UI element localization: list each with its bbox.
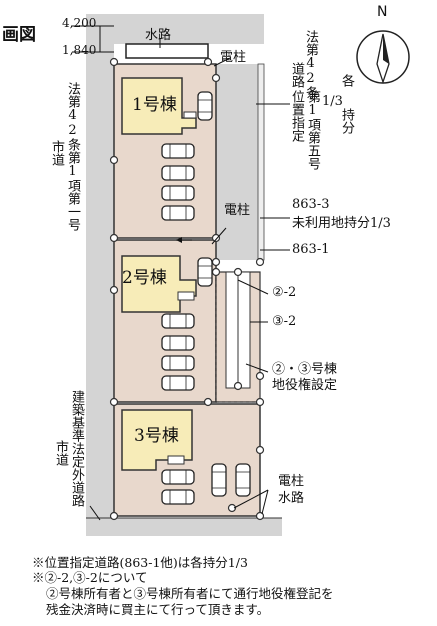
easement-label-1: ②・③号棟 bbox=[272, 362, 338, 377]
note-line-1: ※位置指定道路(863-1他)は各持分1/3 bbox=[32, 555, 248, 570]
leader-lines bbox=[72, 25, 290, 521]
label-denchu-mid: 電柱 bbox=[224, 203, 251, 218]
top-road bbox=[114, 14, 264, 44]
dim-lower: 1,840 bbox=[62, 43, 97, 57]
left-road bbox=[86, 14, 114, 530]
road-right-col4: 第1項第五号 bbox=[305, 90, 320, 170]
road-left-upper-col2: 市道 bbox=[49, 140, 64, 166]
road-right-col1: 法第42条 bbox=[303, 30, 318, 99]
parcel-3-2: ③-2 bbox=[272, 314, 297, 329]
label-suiro-bottom: 水路 bbox=[278, 491, 305, 506]
easement-strip bbox=[225, 271, 239, 389]
label-suiro-top: 水路 bbox=[145, 28, 172, 43]
note-line-4: 残金決済時に買主にて行って頂きます。 bbox=[46, 602, 270, 617]
road-right-col3: 位置指定 bbox=[289, 90, 304, 142]
road-right-col6: 持分 bbox=[339, 108, 354, 134]
easement-dashed bbox=[215, 272, 260, 403]
building3 bbox=[121, 409, 193, 471]
parcel-863-3-note: 未利用地持分1/3 bbox=[292, 216, 391, 231]
road-left-lower-col1: 建築基準法定外道路 bbox=[69, 390, 84, 507]
parcel-863-3: 863-3 bbox=[292, 197, 330, 212]
unused-strip bbox=[257, 63, 265, 261]
bottom-road bbox=[86, 518, 282, 536]
road-left-lower-col2: 市道 bbox=[53, 440, 68, 466]
lot1-label: 1号棟 bbox=[132, 95, 177, 115]
water-channel-top bbox=[125, 43, 209, 59]
lot2-label: 2号棟 bbox=[122, 268, 167, 288]
road-right-row-top: 道路 bbox=[289, 62, 304, 88]
compass-n: N bbox=[377, 4, 388, 20]
private-road bbox=[216, 64, 264, 260]
lot3-label: 3号棟 bbox=[134, 426, 179, 446]
road-right-col2: 各 bbox=[339, 74, 354, 87]
easement-label-2: 地役権設定 bbox=[272, 378, 338, 393]
road-right-col5: 1/3 bbox=[322, 94, 343, 109]
label-denchu-bottom: 電柱 bbox=[278, 474, 305, 489]
note-line-2: ※②-2,③-2について bbox=[32, 570, 148, 585]
parcel-863-1: 863-1 bbox=[292, 242, 330, 257]
easement-strip-2 bbox=[237, 271, 251, 389]
building1 bbox=[121, 77, 197, 135]
road-left-upper-col1: 法第42条第1項第一号 bbox=[65, 82, 80, 231]
parcel-2-2: ②-2 bbox=[272, 285, 297, 300]
boundary-posts bbox=[109, 57, 265, 521]
dim-upper: 4,200 bbox=[62, 16, 97, 30]
title-fragment: 画図 bbox=[2, 25, 36, 45]
note-line-3: ②号棟所有者と③号棟所有者にて通行地役権登記を bbox=[46, 586, 334, 601]
label-denchu-top: 電柱 bbox=[220, 50, 247, 65]
